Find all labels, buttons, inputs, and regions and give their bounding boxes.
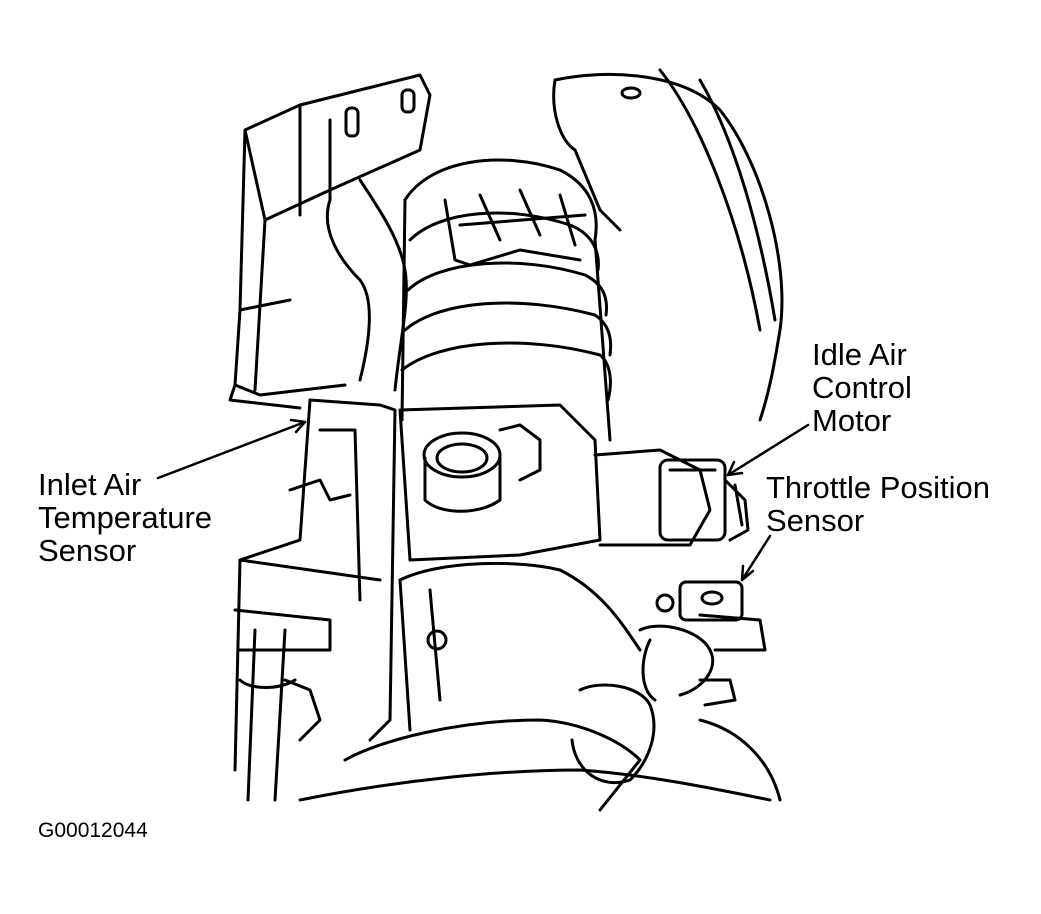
throttle-body — [398, 403, 712, 562]
throttle-label-line-1: Throttle Position — [766, 470, 990, 505]
callout-arrows — [156, 418, 810, 582]
inlet-air-arrow — [156, 420, 307, 480]
throttle-position-sensor — [655, 580, 744, 622]
inlet-air-label-line-3: Sensor — [38, 533, 137, 568]
curved-hose — [325, 178, 408, 392]
rear-housing — [552, 68, 784, 422]
vertical-pipe — [238, 628, 322, 802]
inlet-air-label-line-2: Temperature — [38, 500, 213, 535]
air-cleaner-box — [228, 73, 432, 410]
mounting-bracket — [233, 398, 397, 772]
throttle-arrow — [740, 534, 772, 582]
coolant-hose-fittings — [570, 613, 767, 785]
throttle-label-line-2: Sensor — [766, 503, 865, 538]
throttle-position-sensor-label: Throttle Position Sensor — [766, 471, 990, 537]
idle-air-label-line-2: Control — [812, 370, 912, 405]
inlet-air-label-line-1: Inlet Air — [38, 467, 142, 502]
idle-air-label-line-3: Motor — [812, 403, 892, 438]
idle-air-control-motor-label: Idle Air Control Motor — [812, 338, 912, 437]
lower-structure — [298, 718, 782, 812]
figure-code: G00012044 — [38, 819, 148, 842]
inlet-air-temperature-sensor-label: Inlet Air Temperature Sensor — [38, 468, 212, 567]
intake-manifold — [343, 561, 642, 762]
idle-air-arrow — [726, 423, 810, 477]
idle-air-label-line-1: Idle Air — [812, 337, 907, 372]
intake-bellows — [400, 158, 613, 442]
idle-air-control-motor — [658, 458, 750, 542]
